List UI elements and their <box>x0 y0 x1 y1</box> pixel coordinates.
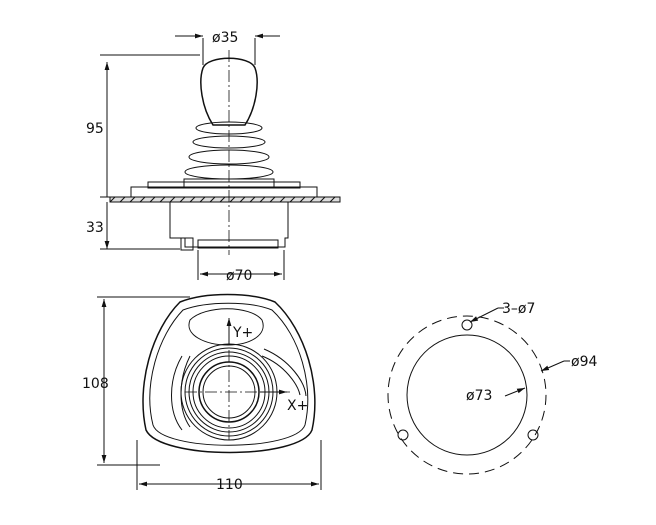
dim-body-diameter: ø70 <box>226 268 252 284</box>
dim-depth-below: 33 <box>86 220 104 236</box>
top-view: Y+ X+ 108 110 <box>82 293 322 493</box>
mount-hole-left <box>397 429 409 441</box>
dim-hole-circle: ø94 <box>571 354 597 370</box>
dim-knob-diameter: ø35 <box>212 30 238 46</box>
mount-hole-top <box>461 319 473 331</box>
hole-circle <box>387 315 547 475</box>
y-tab <box>188 308 264 346</box>
dim-height-above: 95 <box>86 121 104 137</box>
mount-hole-right <box>527 429 539 441</box>
dim-cutout: ø73 <box>466 388 492 404</box>
joystick-body <box>169 202 289 248</box>
dim-mount-holes: 3–ø7 <box>502 301 535 317</box>
panel-cutout <box>406 334 528 456</box>
axis-x-label: X+ <box>287 398 308 414</box>
dim-top-height: 108 <box>82 376 109 392</box>
joystick-knob <box>200 57 258 126</box>
axis-y-label: Y+ <box>232 325 253 341</box>
side-view: ø35 95 33 ø70 <box>86 30 341 284</box>
cutout-view: 3–ø7 ø94 ø73 <box>387 301 597 475</box>
dim-top-width: 110 <box>216 477 243 493</box>
top-housing-outline <box>142 293 316 454</box>
